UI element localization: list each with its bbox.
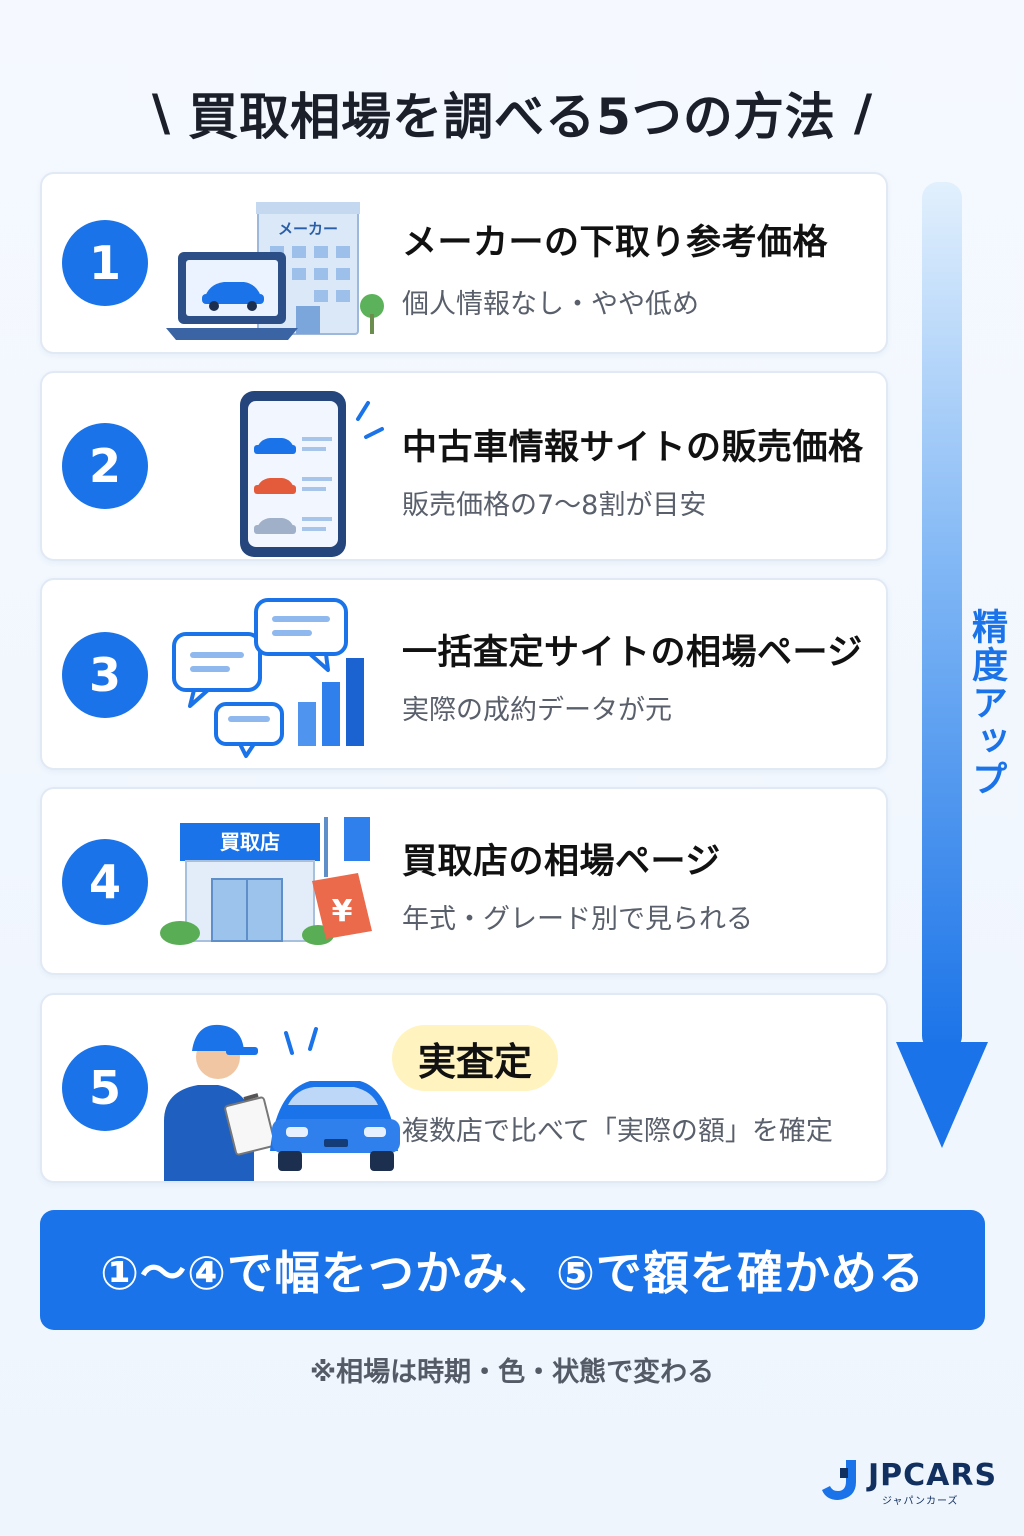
- laptop-building-icon: メーカー: [166, 202, 384, 340]
- shop-sign-label: 買取店: [220, 830, 280, 854]
- logo-name: JPCARS: [868, 1458, 998, 1493]
- card-title-5-badge: 実査定: [392, 1025, 559, 1091]
- down-arrow-icon: [896, 182, 988, 1148]
- card-sub-2: 販売価格の7〜8割が目安: [402, 490, 707, 521]
- card-sub-1: 個人情報なし・やや低め: [402, 289, 699, 320]
- title-slash-right: /: [853, 84, 873, 142]
- step-number-5: 5: [62, 1045, 148, 1131]
- method-card-5: 5 実査定 複数店で比べて「実際の額」を確定: [40, 993, 888, 1183]
- smartphone-listing-icon: [240, 391, 384, 557]
- card-sub-4: 年式・グレード別で見られる: [402, 904, 753, 935]
- method-card-2: 2 中古車情報サイトの販売価格 販売価格の7〜8割が目安: [40, 371, 888, 561]
- summary-banner: ①〜④で幅をつかみ、⑤で額を確かめる: [40, 1210, 985, 1330]
- card-title-1: メーカーの下取り参考価格: [402, 223, 829, 263]
- title-row: \ 買取相場を調べる5つの方法 /: [0, 78, 1024, 148]
- card-title-4: 買取店の相場ページ: [402, 842, 721, 882]
- step-number-4: 4: [62, 839, 148, 925]
- card-title-2: 中古車情報サイトの販売価格: [402, 428, 864, 468]
- shop-yen-icon: 買取店 ¥: [160, 817, 372, 945]
- step-number-3: 3: [62, 632, 148, 718]
- method-card-4: 4 買取店 ¥ 買取店の相場ページ 年式・グレード別で見られる: [40, 787, 888, 975]
- card-title-3: 一括査定サイトの相場ページ: [402, 633, 863, 673]
- accuracy-up-label: 精度アップ: [966, 608, 1007, 798]
- method-card-3: 3 一括査定サイトの相場ページ 実際の成約データが元: [40, 578, 888, 770]
- card-sub-5: 複数店で比べて「実際の額」を確定: [402, 1116, 833, 1147]
- method-card-1: 1 メーカー メーカーの下取り参考価格 個人情報なし・やや低め: [40, 172, 888, 354]
- yen-tag-label: ¥: [332, 894, 353, 929]
- step-number-1: 1: [62, 220, 148, 306]
- title-slash-left: \: [151, 84, 171, 142]
- inspector-car-icon: [164, 1024, 400, 1181]
- step-number-2: 2: [62, 423, 148, 509]
- footnote: ※相場は時期・色・状態で変わる: [309, 1357, 715, 1388]
- page-title: 買取相場を調べる5つの方法: [188, 88, 836, 146]
- chat-bar-chart-icon: [172, 598, 364, 758]
- jpcars-logo-mark-icon: [822, 1460, 856, 1500]
- logo-sub: ジャパンカーズ: [882, 1496, 959, 1507]
- building-sign-label: メーカー: [278, 220, 338, 238]
- card-sub-3: 実際の成約データが元: [402, 695, 672, 726]
- jpcars-logo: JPCARS ジャパンカーズ: [822, 1458, 1002, 1507]
